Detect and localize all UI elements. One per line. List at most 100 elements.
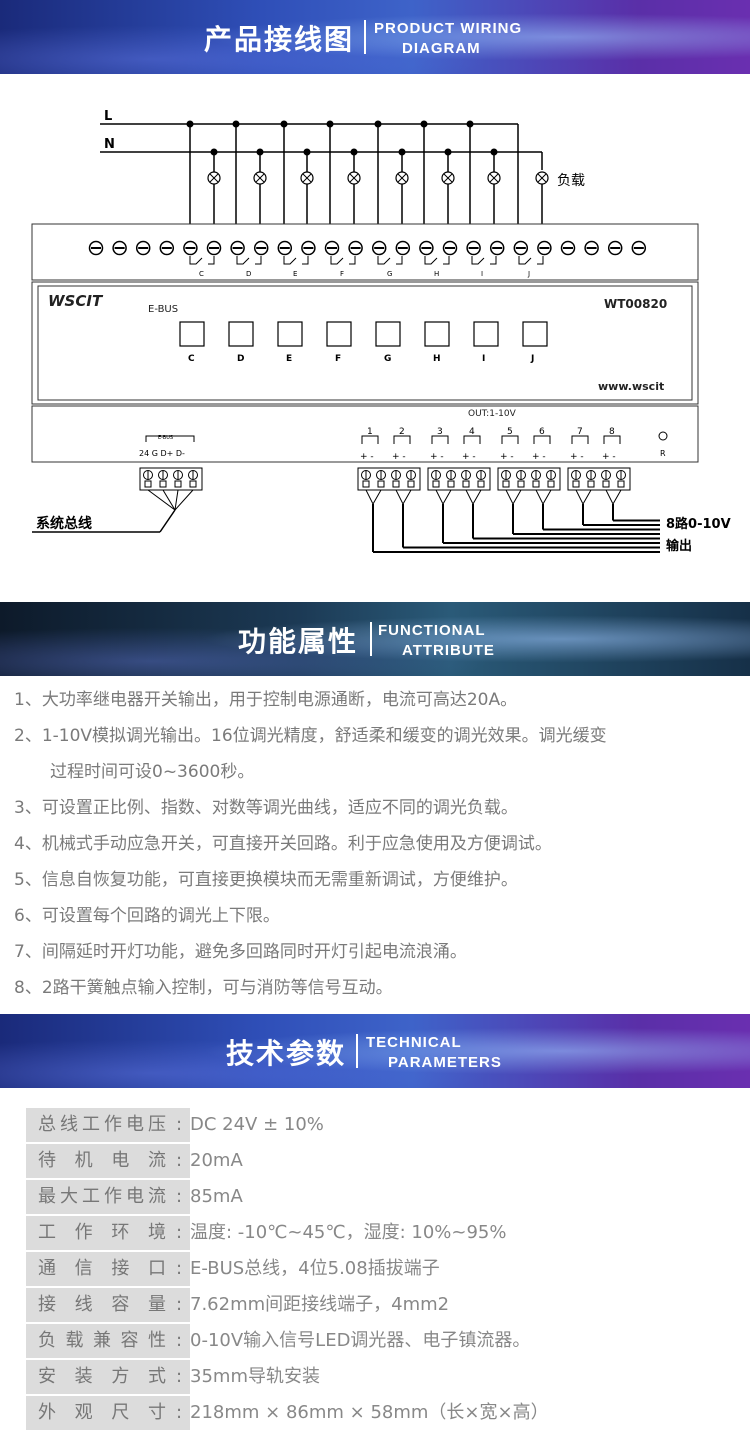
screw-icon (631, 240, 647, 256)
manual-button (375, 321, 401, 347)
param-row: 待机电流:20mA (26, 1144, 726, 1180)
output-polarity: + - (360, 452, 374, 462)
terminal-screw-icon (376, 470, 386, 488)
line-N-label: N (104, 137, 115, 152)
manual-button-label: F (335, 354, 341, 364)
relay-channel-label: F (340, 270, 344, 278)
param-divider (26, 1394, 178, 1396)
feature-item: 1、大功率继电器开关输出，用于控制电源通断，电流可高达20A。 (14, 690, 518, 710)
screw-icon (206, 240, 222, 256)
param-label: 总线工作电压 (26, 1108, 178, 1142)
manual-button-label: C (188, 354, 195, 364)
lamp-icon (395, 171, 409, 185)
system-bus-label: 系统总线 (36, 515, 92, 532)
relay-channel-label: C (199, 270, 204, 278)
website-label: www.wscit (598, 380, 664, 393)
screw-icon (560, 240, 576, 256)
screw-icon (395, 240, 411, 256)
param-label: 最大工作电流 (26, 1180, 178, 1214)
manual-button (277, 321, 303, 347)
output-terminal-block (497, 467, 561, 491)
relay-screw-terminals (88, 240, 647, 256)
out-label: OUT:1-10V (468, 409, 517, 419)
screw-icon (466, 240, 481, 256)
wiring-title-cn: 产品接线图 (204, 23, 355, 56)
functional-banner: 功能属性 FUNCTIONAL ATTRIBUTE (0, 602, 750, 676)
terminal-screw-icon (531, 470, 541, 488)
terminal-screw-icon (173, 470, 183, 488)
terminal-screw-icon (431, 470, 441, 488)
param-divider (26, 1358, 178, 1360)
terminal-screw-icon (461, 470, 471, 488)
screw-icon (489, 240, 505, 256)
manual-button (179, 321, 205, 347)
screw-icon (324, 240, 340, 256)
output-channel-numbers: 1+ -2+ -3+ -4+ -5+ -6+ -7+ -8+ - (360, 427, 621, 462)
screw-icon (301, 240, 316, 256)
feature-item: 6、可设置每个回路的调光上下限。 (14, 906, 280, 926)
output-channel-number: 3 (437, 427, 443, 437)
relay-channel-label: G (387, 270, 392, 278)
terminal-screw-icon (476, 470, 486, 488)
terminal-screw-icon (158, 470, 168, 488)
param-row: 接线容量:7.62mm间距接线端子，4mm2 (26, 1288, 726, 1324)
lamp-icon (253, 171, 267, 185)
functional-title-cn: 功能属性 (238, 625, 359, 658)
param-value: 35mm导轨安装 (190, 1366, 320, 1387)
param-divider (26, 1430, 178, 1432)
terminal-screw-icon (188, 470, 198, 488)
param-colon: : (176, 1216, 190, 1250)
banner-glow (0, 1014, 750, 1088)
lamp-icon (300, 171, 314, 185)
feature-list: 1、大功率继电器开关输出，用于控制电源通断，电流可高达20A。 2、1-10V模… (14, 682, 744, 1006)
param-value: 20mA (190, 1150, 243, 1171)
technical-title-en-1: TECHNICAL (366, 1034, 462, 1051)
output-terminal-blocks (357, 467, 660, 553)
screw-icon (230, 240, 245, 256)
output-polarity: + - (570, 452, 584, 462)
terminal-screw-icon (143, 470, 153, 488)
output-terminal-block (357, 467, 421, 491)
output-polarity: + - (532, 452, 546, 462)
param-divider (26, 1214, 178, 1216)
relay-channel-label: J (527, 270, 530, 278)
ebus-small-label: E-BUS (158, 435, 173, 441)
relay-channel-label: I (481, 270, 483, 278)
brand-logo: WSCIT (48, 292, 104, 310)
screw-icon (513, 240, 529, 256)
bus-terminal-block (143, 470, 198, 533)
banner-separator (356, 1034, 358, 1068)
manual-button-label: H (433, 354, 441, 364)
param-label: 待机电流 (26, 1144, 178, 1178)
screw-icon (371, 240, 387, 256)
manual-button (522, 321, 548, 347)
manual-button (228, 321, 254, 347)
load-label: 负载 (557, 173, 585, 189)
param-colon: : (176, 1324, 190, 1358)
output-polarity: + - (602, 452, 616, 462)
terminal-screw-icon (516, 470, 526, 488)
param-value: 0-10V输入信号LED调光器、电子镇流器。 (190, 1330, 531, 1351)
terminal-screw-icon (406, 470, 416, 488)
terminal-screw-icon (361, 470, 371, 488)
screw-icon (183, 240, 198, 256)
banner-glow (0, 0, 750, 74)
param-label: 通信接口 (26, 1252, 178, 1286)
feature-item: 2、1-10V模拟调光输出。16位调光精度，舒适柔和缓变的调光效果。调光缓变 (14, 726, 607, 746)
param-row: 通信接口:E-BUS总线，4位5.08插拔端子 (26, 1252, 726, 1288)
screw-icon (112, 240, 127, 256)
output-polarity: + - (392, 452, 406, 462)
technical-banner: 技术参数 TECHNICAL PARAMETERS (0, 1014, 750, 1088)
feature-item: 5、信息自恢复功能，可直接更换模块而无需重新调试，方便维护。 (14, 870, 518, 890)
param-label: 工作环境 (26, 1216, 178, 1250)
relay-channel-label: D (246, 270, 251, 278)
output-channel-number: 8 (609, 427, 615, 437)
relay-channel-label: E (293, 270, 297, 278)
manual-button-label: D (237, 354, 244, 364)
lamp-icon (207, 171, 221, 185)
technical-title-en-2: PARAMETERS (388, 1054, 502, 1071)
param-divider (26, 1322, 178, 1324)
param-colon: : (176, 1252, 190, 1286)
